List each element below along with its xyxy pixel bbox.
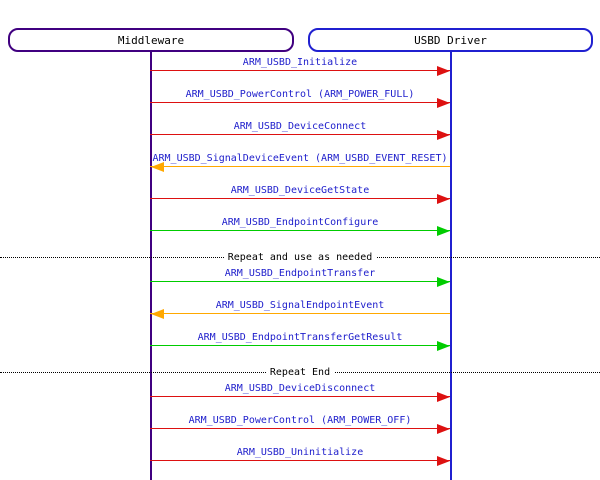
message-label: ARM_USBD_DeviceConnect	[233, 121, 367, 132]
lifeline-usbd-driver	[450, 52, 452, 480]
message-line	[150, 396, 450, 397]
message-line	[150, 166, 450, 167]
message-arrowhead-right	[437, 424, 450, 434]
message-arrowhead-right	[437, 392, 450, 402]
message-arrowhead-right	[437, 194, 450, 204]
message-line	[150, 281, 450, 282]
message-label: ARM_USBD_EndpointTransfer	[224, 268, 376, 279]
message-arrowhead-right	[437, 456, 450, 466]
separator-line	[0, 372, 600, 373]
message-label: ARM_USBD_Uninitialize	[236, 447, 364, 458]
lifeline-middleware	[150, 52, 152, 480]
message-label: ARM_USBD_DeviceGetState	[230, 185, 370, 196]
message-label: ARM_USBD_SignalEndpointEvent	[215, 300, 385, 311]
message-label: ARM_USBD_PowerControl (ARM_POWER_FULL)	[185, 89, 415, 100]
participant-usbd-driver: USBD Driver	[308, 28, 593, 52]
message-arrowhead-left	[151, 309, 164, 319]
participant-middleware: Middleware	[8, 28, 294, 52]
separator-line	[0, 257, 600, 258]
message-line	[150, 428, 450, 429]
message-line	[150, 313, 450, 314]
message-label: ARM_USBD_EndpointTransferGetResult	[197, 332, 403, 343]
message-label: ARM_USBD_DeviceDisconnect	[224, 383, 376, 394]
message-label: ARM_USBD_PowerControl (ARM_POWER_OFF)	[188, 415, 412, 426]
message-arrowhead-right	[437, 130, 450, 140]
message-arrowhead-right	[437, 341, 450, 351]
message-label: ARM_USBD_Initialize	[242, 57, 358, 68]
message-label: ARM_USBD_EndpointConfigure	[221, 217, 379, 228]
message-arrowhead-right	[437, 277, 450, 287]
message-line	[150, 134, 450, 135]
message-arrowhead-right	[437, 98, 450, 108]
participant-middleware-label: Middleware	[117, 33, 185, 47]
participant-usbd-driver-label: USBD Driver	[414, 33, 487, 47]
message-line	[150, 460, 450, 461]
message-line	[150, 102, 450, 103]
message-line	[150, 70, 450, 71]
message-arrowhead-right	[437, 66, 450, 76]
message-line	[150, 198, 450, 199]
message-label: ARM_USBD_SignalDeviceEvent (ARM_USBD_EVE…	[152, 153, 448, 164]
message-line	[150, 230, 450, 231]
message-arrowhead-right	[437, 226, 450, 236]
message-line	[150, 345, 450, 346]
message-arrowhead-left	[151, 162, 164, 172]
